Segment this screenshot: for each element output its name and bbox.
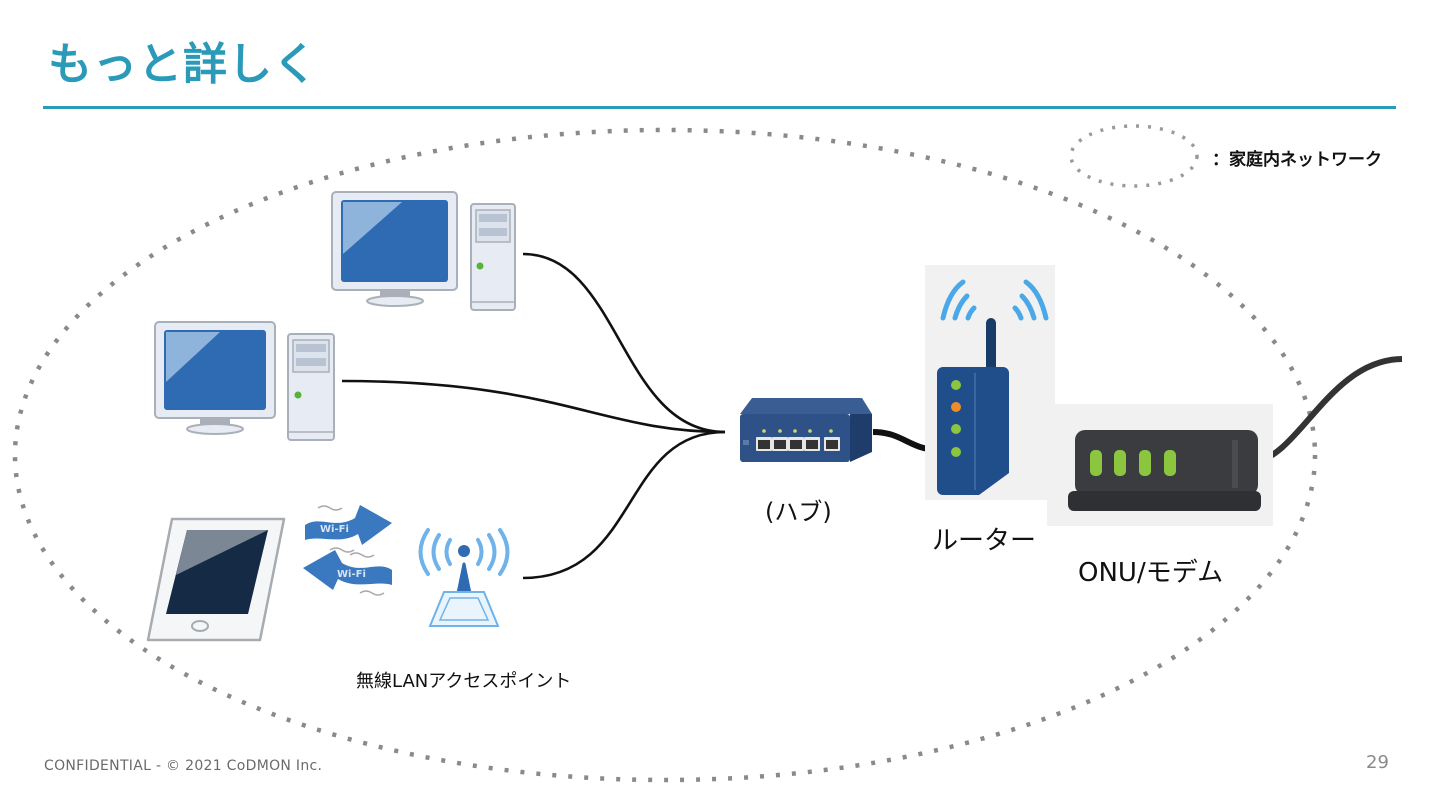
cable-ap-hub xyxy=(522,430,726,580)
title-divider xyxy=(43,106,1396,109)
wifi-arrow-right-icon: Wi-Fi xyxy=(305,505,392,553)
hub-label: (ハブ) xyxy=(765,498,832,526)
wifi-arrow-left-icon: Wi-Fi xyxy=(303,550,392,596)
onu-modem-label: ONU/モデム xyxy=(1078,558,1224,588)
hub-icon xyxy=(740,398,872,462)
legend-label: ：家庭内ネットワーク xyxy=(1212,150,1382,170)
wifi-label: Wi-Fi xyxy=(337,569,366,580)
tablet-icon xyxy=(146,517,286,642)
access-point-label: 無線LANアクセスポイント xyxy=(356,671,572,692)
desktop-pc-1-icon xyxy=(331,191,516,311)
cable-pc1-hub xyxy=(522,252,726,434)
access-point-icon xyxy=(418,528,510,627)
desktop-pc-2-icon xyxy=(154,321,335,441)
page-title: もっと詳しく xyxy=(48,39,318,90)
cables xyxy=(341,252,726,580)
page-number: 29 xyxy=(1366,752,1389,773)
footer-copyright: CONFIDENTIAL - © 2021 CoDMON Inc. xyxy=(44,758,323,774)
onu-modem-icon xyxy=(1047,404,1273,526)
legend-ellipse-icon xyxy=(1069,124,1199,188)
wifi-label: Wi-Fi xyxy=(320,524,349,535)
router-icon xyxy=(925,265,1055,500)
cable-onu-external xyxy=(1254,356,1403,465)
cable-pc2-hub xyxy=(341,379,726,434)
router-label: ルーター xyxy=(932,526,1037,556)
home-network-boundary xyxy=(12,127,1318,783)
